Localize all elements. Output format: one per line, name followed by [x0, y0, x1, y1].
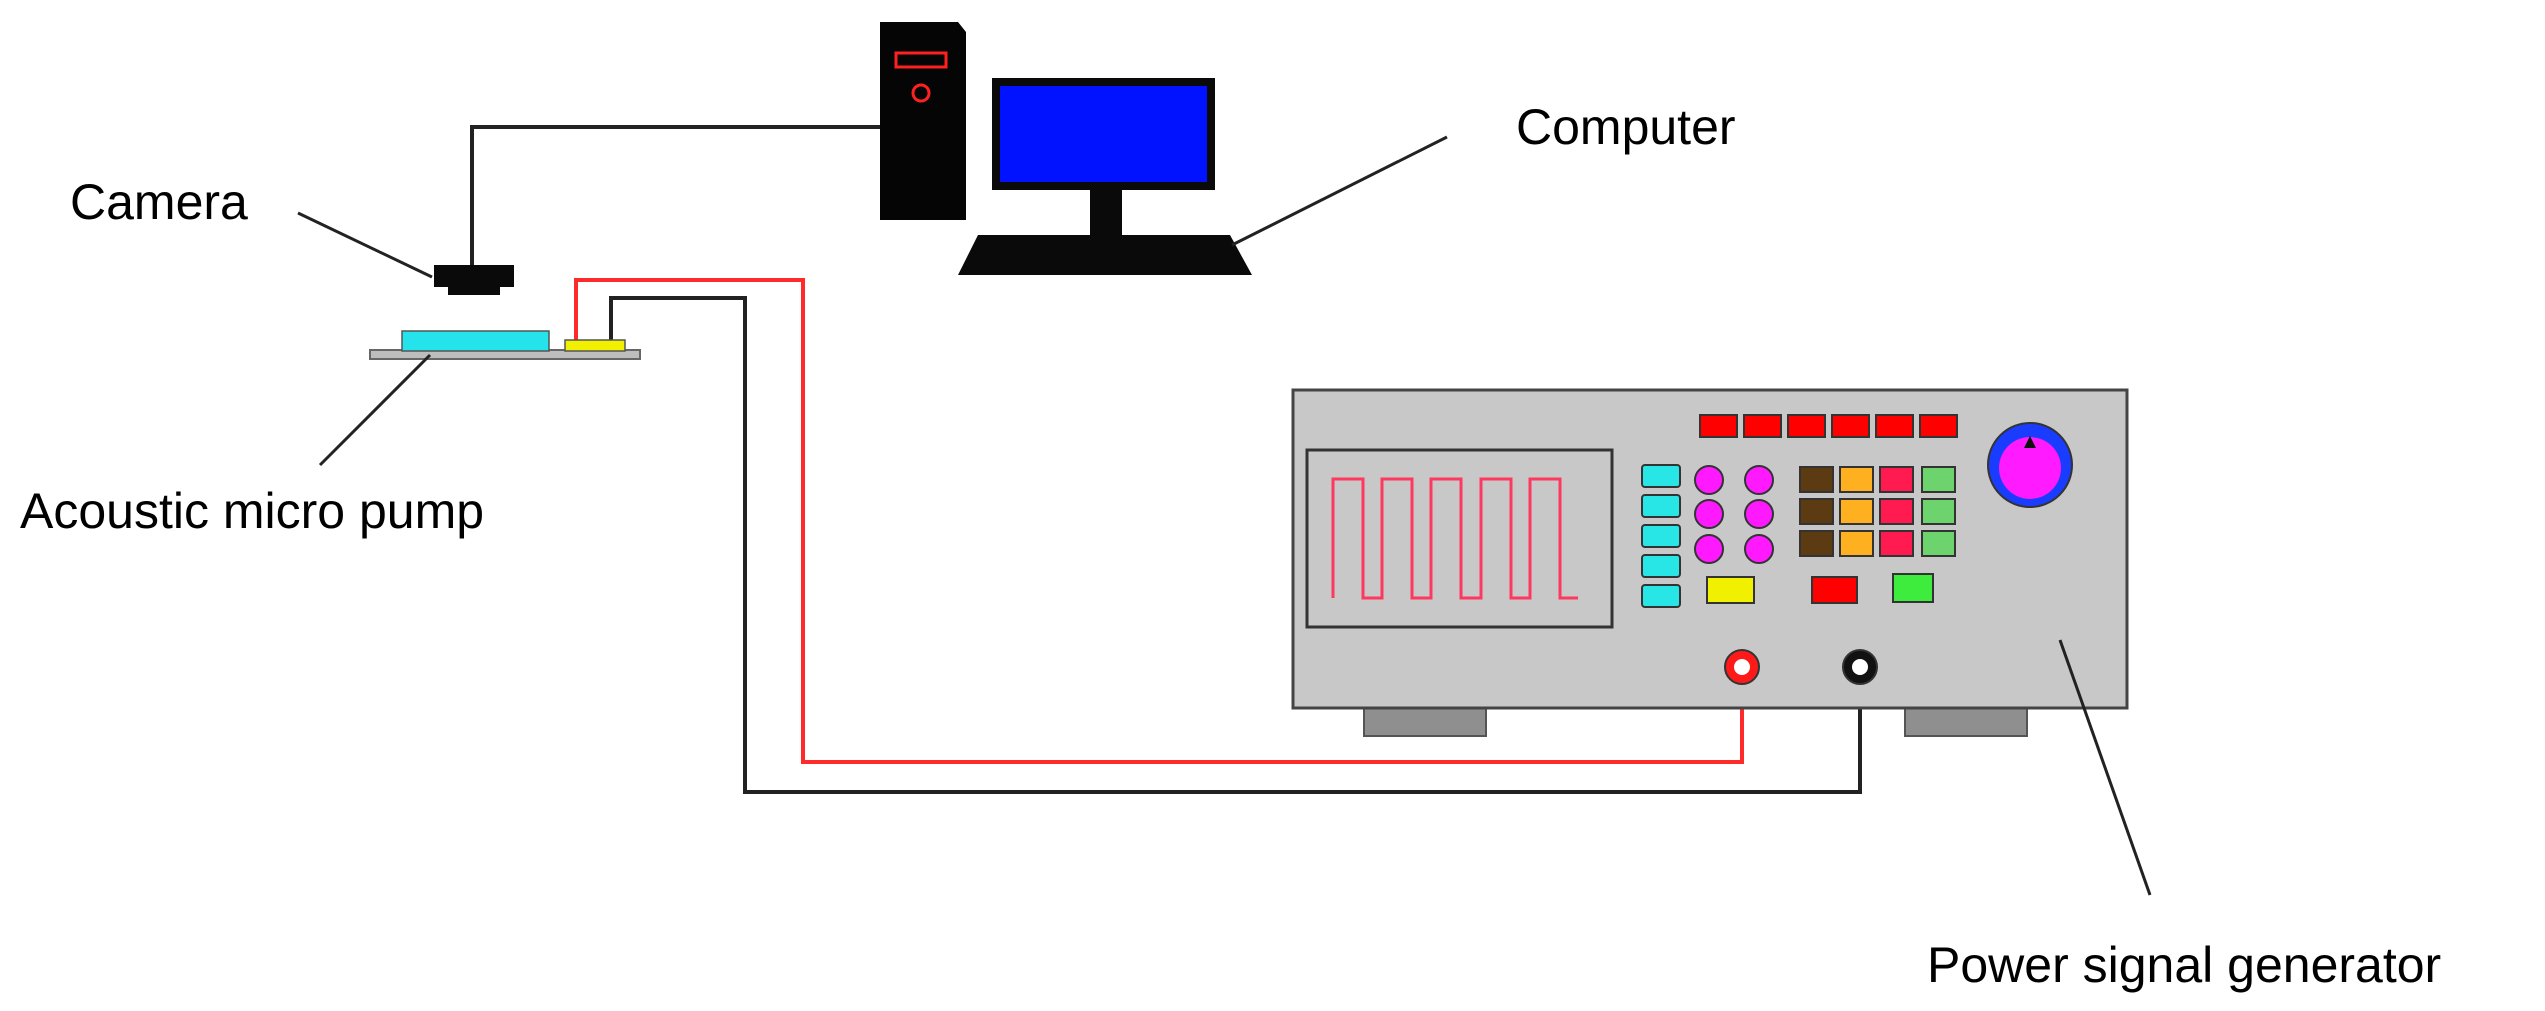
- pump-leader-line: [318, 353, 432, 467]
- yellow-key: [1706, 576, 1755, 604]
- adjustment-knob-icon: [1987, 422, 2073, 508]
- computer-leader-line: [1231, 135, 1448, 247]
- top-key-row: [1699, 414, 1958, 438]
- red-output-terminal: [1724, 649, 1760, 685]
- ground-signal-wire: [609, 296, 1862, 794]
- camera-label: Camera: [70, 174, 248, 230]
- color-key-matrix: [1799, 466, 1956, 557]
- camera-leader-line: [297, 211, 433, 279]
- computer-label: Computer: [1516, 99, 1736, 155]
- camera-icon: [434, 265, 514, 295]
- red-key: [1811, 576, 1858, 604]
- micro-pump-icon: [369, 330, 641, 360]
- camera-cable: [470, 125, 885, 265]
- generator-leader-line: [2058, 639, 2152, 896]
- monitor-icon: [958, 78, 1252, 275]
- positive-signal-wire: [574, 278, 1744, 764]
- generator-label: Power signal generator: [1927, 937, 2441, 993]
- numeric-key-grid: [1694, 465, 1774, 564]
- signal-generator-icon: [1291, 388, 2129, 737]
- pump-label: Acoustic micro pump: [20, 483, 484, 539]
- pc-tower-icon: [880, 22, 966, 220]
- function-key-column: [1641, 464, 1681, 608]
- green-key: [1892, 573, 1934, 603]
- black-output-terminal: [1842, 649, 1878, 685]
- square-waveform: [1331, 477, 1578, 600]
